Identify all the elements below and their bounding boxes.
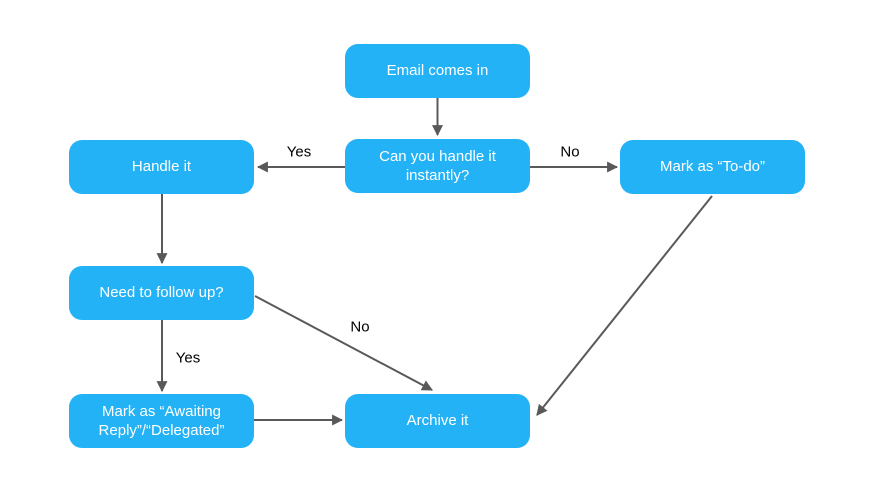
edge-mark-todo-to-archive bbox=[536, 195, 713, 416]
node-need-follow-up: Need to follow up? bbox=[69, 266, 254, 320]
node-handle-it: Handle it bbox=[69, 140, 254, 194]
edge-label-yes-down: Yes bbox=[173, 349, 203, 367]
edge-label-no-diagonal: No bbox=[348, 318, 372, 336]
node-can-handle-instantly: Can you handle it instantly? bbox=[345, 139, 530, 193]
edge-label-yes-left: Yes bbox=[284, 143, 314, 161]
node-mark-todo: Mark as “To-do” bbox=[620, 140, 805, 194]
edge-need-follow-up-to-archive bbox=[254, 295, 433, 391]
node-archive-it: Archive it bbox=[345, 394, 530, 448]
edge-label-no-right: No bbox=[558, 143, 582, 161]
node-email-comes-in: Email comes in bbox=[345, 44, 530, 98]
node-mark-awaiting-delegated: Mark as “Awaiting Reply”/“Delegated” bbox=[69, 394, 254, 448]
